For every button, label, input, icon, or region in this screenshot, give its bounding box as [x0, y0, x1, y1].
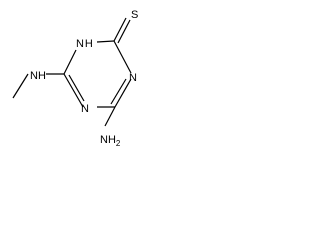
bond-c6-n1	[63, 49, 77, 75]
atom-label-amino-nh2: NH2	[100, 134, 121, 148]
methylamino-group	[12, 73, 64, 99]
structure-svg: S N H N N NH NH2	[12, 9, 138, 148]
bond-c-s-2	[117, 19, 131, 44]
amino-group	[104, 106, 116, 127]
molecule-canvas: S N H N N NH NH2	[0, 0, 166, 157]
atom-label-ring-nh: N H	[76, 38, 93, 50]
bond-nh-ch3	[12, 73, 29, 99]
bond-n5-c6	[63, 73, 84, 108]
atom-label-sulfur: S	[131, 9, 138, 21]
thione-group	[113, 17, 131, 44]
amino-nh: NH	[100, 134, 116, 146]
atom-label-ring-n-right: N	[129, 72, 137, 84]
bond-c2-n3	[113, 40, 132, 74]
atom-label-methylamino-nh: NH	[30, 70, 46, 82]
bond-c4-n3-inner	[110, 78, 127, 105]
atom-label-ring-n-bottom: N	[81, 103, 89, 115]
bond-c-s-1	[113, 17, 127, 42]
bond-n1-c2	[96, 40, 115, 43]
amino-subscript: 2	[116, 139, 121, 148]
bond-c4-nh2	[104, 106, 116, 127]
bond-c4-n3	[114, 78, 132, 108]
bond-n5-c6-inner	[68, 74, 85, 102]
triazine-ring	[63, 40, 132, 108]
